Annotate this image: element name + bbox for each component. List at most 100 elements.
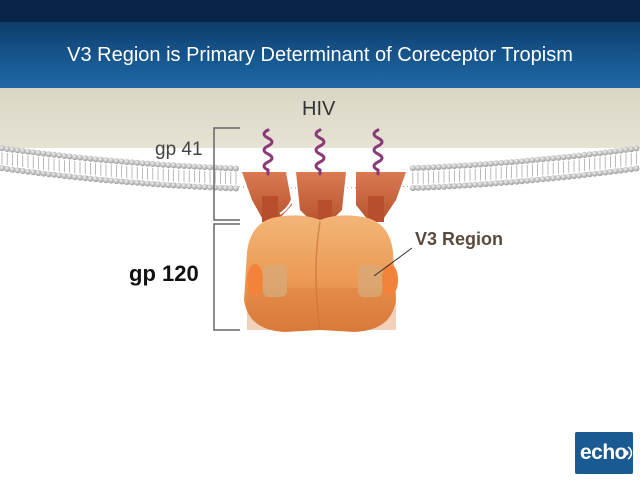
lipid-bead-top xyxy=(181,163,187,169)
lipid-bead-bottom xyxy=(591,170,598,177)
lipid-bead-top xyxy=(196,163,203,170)
lipid-bead-top xyxy=(97,156,104,163)
lipid-bead-top xyxy=(233,165,239,172)
lipid-bead-bottom xyxy=(66,173,73,180)
lipid-bead-top xyxy=(446,163,453,170)
lipid-bead-bottom xyxy=(534,176,541,183)
lipid-bead-bottom xyxy=(555,174,562,181)
lipid-bead-top xyxy=(441,163,447,170)
lipid-bead-bottom xyxy=(4,166,11,172)
lipid-bead-bottom xyxy=(607,168,614,175)
lipid-bead-bottom xyxy=(71,174,78,181)
lipid-bead-top xyxy=(456,162,463,169)
lipid-bead-top xyxy=(519,158,525,165)
lipid-bead-top xyxy=(435,164,442,170)
lipid-bead-top xyxy=(160,161,167,168)
lipid-bead-bottom xyxy=(612,168,619,175)
gp120-right-side-patch xyxy=(382,264,398,296)
lipid-bead-top xyxy=(170,162,177,169)
lipid-bead-bottom xyxy=(576,172,583,179)
gp41-bracket xyxy=(213,127,240,221)
lipid-bead-top xyxy=(498,159,505,166)
lipid-bead-top xyxy=(508,159,515,166)
lipid-bead-bottom xyxy=(77,174,83,181)
v3-patch-right xyxy=(358,265,382,297)
lipid-bead-bottom xyxy=(539,176,546,183)
lipid-bead-bottom xyxy=(545,175,551,182)
lipid-bead-bottom xyxy=(123,179,130,185)
glycan-chain-left xyxy=(262,128,274,176)
lipid-bead-top xyxy=(71,154,78,161)
gp41-center-subunit xyxy=(296,172,346,222)
lipid-bead-bottom xyxy=(30,169,37,176)
slide-title: V3 Region is Primary Determinant of Core… xyxy=(67,44,573,66)
glycan-chains xyxy=(262,128,384,176)
lipid-bead-bottom xyxy=(560,174,567,181)
lipid-bead-top xyxy=(212,164,219,171)
lipid-bead-bottom xyxy=(97,176,104,183)
lipid-bead-top xyxy=(529,157,536,164)
lipid-bead-top xyxy=(4,146,11,152)
lipid-bead-top xyxy=(571,153,577,160)
lipid-bead-top xyxy=(186,163,193,170)
lipid-bead-bottom xyxy=(581,172,588,178)
lipid-bead-bottom xyxy=(0,165,5,172)
lipid-bead-top xyxy=(134,159,141,166)
lipid-bead-bottom xyxy=(519,178,525,185)
gp120-trimer xyxy=(244,215,398,332)
lipid-bead-top xyxy=(139,160,146,167)
lipid-bead-bottom xyxy=(103,177,109,184)
lipid-bead-top xyxy=(415,164,421,171)
lipid-bead-bottom xyxy=(602,169,609,176)
lipid-bead-top xyxy=(9,146,16,153)
lipid-bead-top xyxy=(461,162,468,169)
lipid-bead-top xyxy=(201,164,208,171)
lipid-bead-top xyxy=(451,163,458,170)
lipid-bead-bottom xyxy=(498,179,505,186)
gp120-bracket xyxy=(213,223,240,331)
lipid-bead-bottom xyxy=(139,180,146,187)
lipid-bead-bottom xyxy=(165,182,172,189)
lipid-bead-top xyxy=(503,159,510,166)
gp120-left-side-patch xyxy=(247,264,263,296)
lipid-bead-bottom xyxy=(212,184,219,191)
lipid-bead-bottom xyxy=(217,184,224,191)
lipid-bead-top xyxy=(129,159,135,166)
lipid-bead-bottom xyxy=(487,180,494,187)
lipid-bead-top xyxy=(482,161,489,168)
lipid-bead-bottom xyxy=(446,183,453,190)
lipid-bead-bottom xyxy=(129,179,135,186)
echo-logo-text: echo xyxy=(580,441,628,464)
lipid-bead-top xyxy=(597,150,603,157)
lipid-bead-bottom xyxy=(201,184,208,191)
lipid-bead-bottom xyxy=(420,184,427,191)
lipid-bead-top xyxy=(51,151,57,158)
lipid-bead-top xyxy=(66,153,73,160)
lipid-bead-bottom xyxy=(415,184,421,191)
lipid-bead-bottom xyxy=(186,183,193,190)
lipid-bead-bottom xyxy=(118,178,125,185)
lipid-bead-bottom xyxy=(617,167,624,174)
lipid-bead-top xyxy=(118,158,125,165)
title-top-band xyxy=(0,0,640,22)
lipid-bead-top xyxy=(56,152,63,159)
lipid-bead-top xyxy=(155,161,161,168)
lipid-bead-top xyxy=(425,164,432,171)
lipid-bead-bottom xyxy=(623,166,629,173)
lipid-bead-bottom xyxy=(513,178,520,185)
lipid-bead-bottom xyxy=(196,183,203,190)
lipid-bead-bottom xyxy=(14,167,21,174)
lipid-bead-bottom xyxy=(227,185,234,192)
lipid-bead-top xyxy=(0,145,5,152)
lipid-bead-top xyxy=(628,146,635,153)
lipid-bead-top xyxy=(550,155,557,162)
lipid-bead-bottom xyxy=(207,184,213,191)
lipid-bead-bottom xyxy=(191,183,198,190)
lipid-bead-bottom xyxy=(170,182,177,189)
lipid-bead-bottom xyxy=(451,183,458,190)
lipid-bead-top xyxy=(207,164,213,171)
lipid-bead-bottom xyxy=(144,180,151,187)
lipid-bead-top xyxy=(14,147,21,154)
lipid-bead-bottom xyxy=(40,170,47,177)
